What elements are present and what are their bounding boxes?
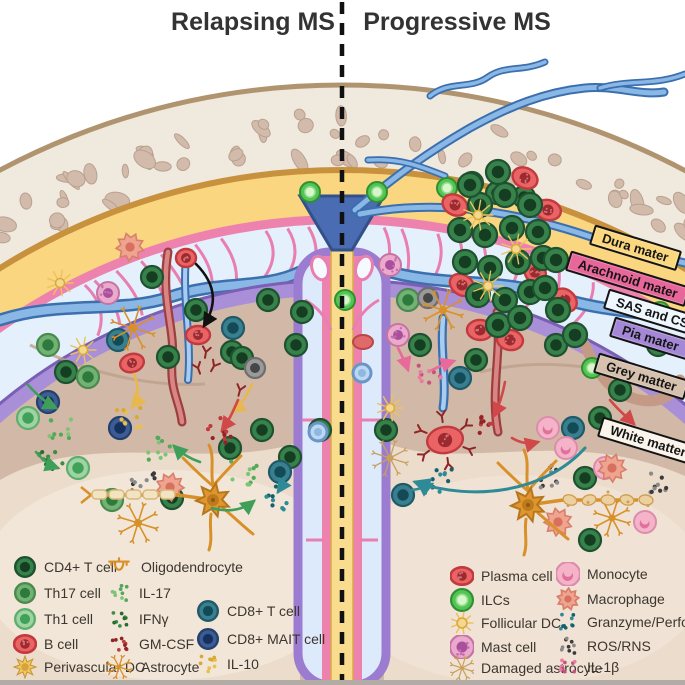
legend-item-il-1b: IL-1β bbox=[556, 655, 619, 679]
legend-label: B cell bbox=[44, 636, 79, 652]
macrophage-icon bbox=[556, 587, 580, 611]
il-1b-icon bbox=[558, 658, 577, 674]
astrocyte-icon bbox=[105, 655, 133, 679]
legend-item-cd8-mait-cell: CD8+ MAIT cell bbox=[196, 627, 325, 651]
legend-label: CD8+ MAIT cell bbox=[227, 631, 326, 647]
legend-item-th1-cell: Th1 cell bbox=[13, 607, 93, 631]
il-10-icon bbox=[198, 654, 217, 674]
legend-item-cd8-t-cell: CD8+ T cell bbox=[196, 599, 300, 623]
oligodendrocyte-icon bbox=[108, 557, 130, 571]
legend-label: IL-1β bbox=[587, 659, 620, 675]
mast-cell-icon bbox=[450, 635, 474, 659]
legend-label: IFNγ bbox=[139, 611, 169, 627]
legend-item-ifng: IFNγ bbox=[108, 607, 169, 631]
relapsing-ms-title: Relapsing MS bbox=[171, 8, 335, 36]
legend-item-ilcs: ILCs bbox=[450, 588, 510, 612]
legend-item-gm-csf: GM-CSF bbox=[108, 632, 194, 656]
legend-label: Macrophage bbox=[587, 591, 665, 607]
legend-item-il-17: IL-17 bbox=[108, 581, 171, 605]
th17-cell-icon bbox=[13, 581, 37, 605]
legend-label: ILCs bbox=[481, 592, 510, 608]
bone-marrow-texture bbox=[0, 105, 685, 244]
legend-label: Monocyte bbox=[587, 566, 648, 582]
legend-label: Follicular DC bbox=[481, 615, 562, 631]
legend-label: Granzyme/Perforin bbox=[587, 614, 685, 630]
gm-csf-icon bbox=[110, 636, 129, 652]
legend-label: Th1 cell bbox=[44, 611, 94, 627]
legend-label: Mast cell bbox=[481, 639, 537, 655]
neuron-left bbox=[80, 443, 255, 552]
progressive-ms-title: Progressive MS bbox=[363, 8, 551, 36]
legend-item-monocyte: Monocyte bbox=[556, 562, 648, 586]
il-17-icon bbox=[110, 583, 129, 602]
legend-label: GM-CSF bbox=[139, 636, 195, 652]
signal-arrows bbox=[26, 346, 636, 516]
monocyte-icon bbox=[556, 562, 580, 586]
lymphoid-aggregate bbox=[441, 158, 589, 352]
legend-item-il-10: IL-10 bbox=[196, 652, 259, 676]
legend-label: CD4+ T cell bbox=[44, 559, 118, 575]
legend-item-mast-cell: Mast cell bbox=[450, 635, 536, 659]
legend-label: IL-17 bbox=[139, 585, 171, 601]
legend-label: CD8+ T cell bbox=[227, 603, 301, 619]
legend-item-oligodendrocyte: Oligodendrocyte bbox=[104, 555, 243, 579]
ifng-icon bbox=[111, 611, 129, 628]
neuron-right bbox=[496, 448, 654, 557]
immune-cells bbox=[15, 170, 671, 553]
legend-item-th17-cell: Th17 cell bbox=[13, 581, 101, 605]
legend-item-granzyme-perforin: Granzyme/Perforin bbox=[556, 610, 685, 634]
legend-item-plasma-cell: Plasma cell bbox=[450, 564, 553, 588]
cd8-t-cell-icon bbox=[196, 599, 220, 623]
ilcs-icon bbox=[450, 588, 474, 612]
bridging-veins bbox=[350, 58, 685, 268]
legend-item-astrocyte: Astrocyte bbox=[104, 655, 199, 679]
legend-label: ROS/RNS bbox=[587, 638, 651, 654]
cd8-mait-cell-icon bbox=[196, 627, 220, 651]
legend-item-follicular-dc: Follicular DC bbox=[450, 611, 561, 635]
legend-item-cd4-t-cell: CD4+ T cell bbox=[13, 555, 117, 579]
ros-rns-icon bbox=[559, 636, 577, 655]
figure-bottom-border bbox=[0, 680, 685, 685]
follicular-dc-icon bbox=[450, 611, 474, 635]
perivascular-dc-icon bbox=[13, 655, 37, 679]
legend-item-b-cell: B cell bbox=[13, 632, 78, 656]
granzyme-perforin-icon bbox=[558, 612, 576, 631]
th1-cell-icon bbox=[13, 607, 37, 631]
plasma-cell-icon bbox=[450, 565, 474, 587]
legend-label: Th17 cell bbox=[44, 585, 101, 601]
legend-label: Oligodendrocyte bbox=[141, 559, 243, 575]
cd4-t-cell-icon bbox=[13, 555, 37, 579]
b-cell-icon bbox=[13, 633, 37, 655]
antibody-secreting-plasma-cell bbox=[413, 409, 477, 471]
legend-item-macrophage: Macrophage bbox=[556, 587, 665, 611]
legend-label: Astrocyte bbox=[141, 659, 200, 675]
damaged-astrocyte-icon bbox=[450, 656, 474, 680]
legend-label: Plasma cell bbox=[481, 568, 553, 584]
legend-label: IL-10 bbox=[227, 656, 259, 672]
legend-item-ros-rns: ROS/RNS bbox=[556, 634, 651, 658]
